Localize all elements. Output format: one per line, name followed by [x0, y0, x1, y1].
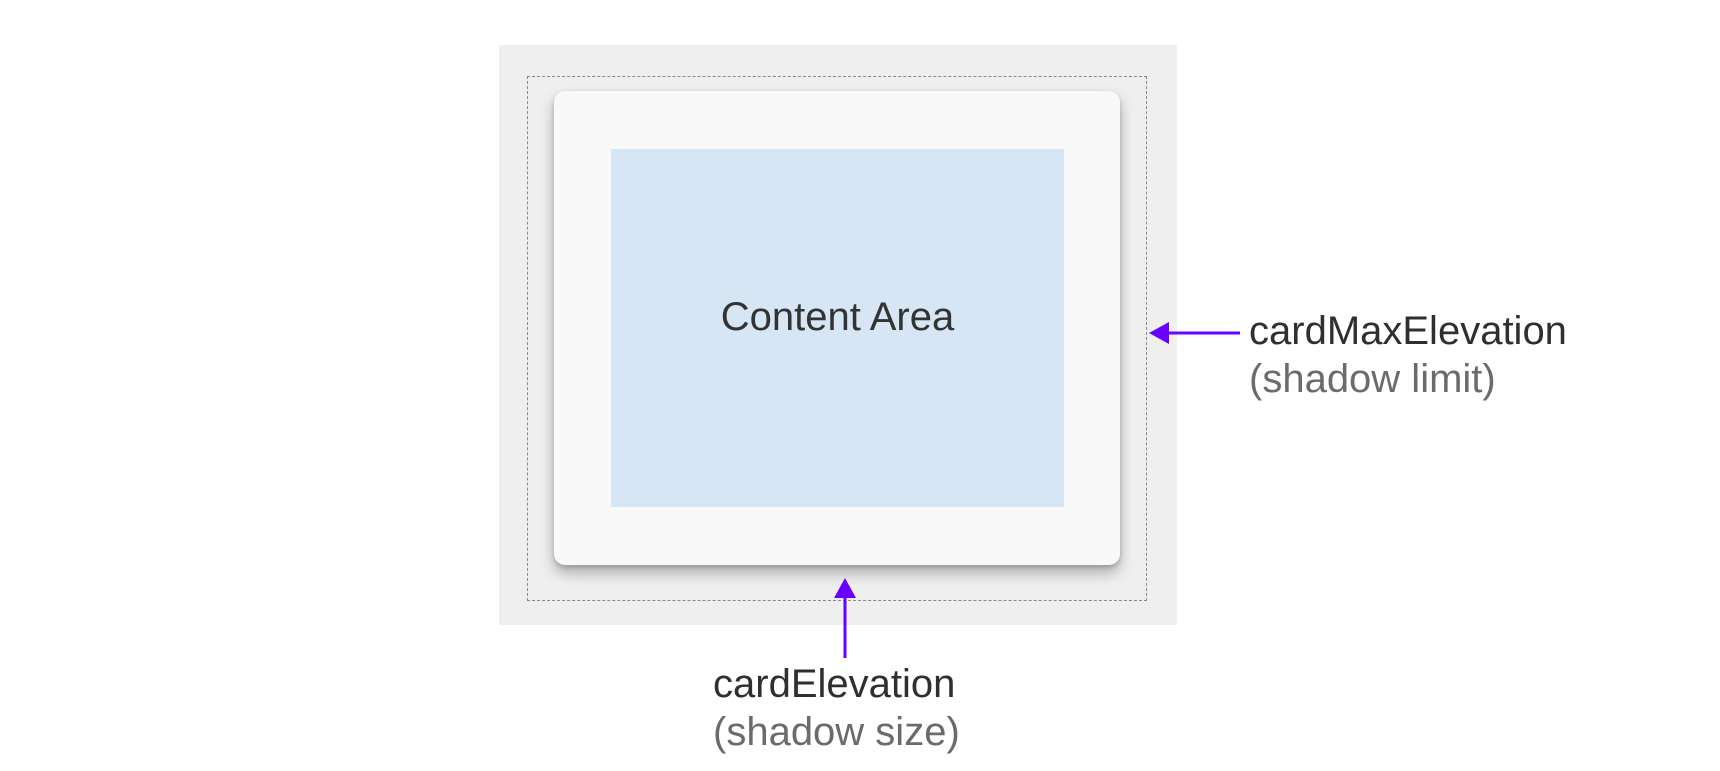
shadow-limit-boundary: [527, 76, 1147, 601]
max-elevation-subtitle: (shadow limit): [1249, 357, 1496, 401]
content-area: [611, 149, 1064, 507]
max-elevation-arrow: [1149, 322, 1240, 344]
elevation-title: cardElevation: [713, 662, 956, 706]
max-elevation-title: cardMaxElevation: [1249, 309, 1567, 353]
elevation-subtitle: (shadow size): [713, 710, 960, 754]
content-area-label: Content Area: [720, 295, 955, 339]
elevation-arrow: [834, 578, 856, 658]
